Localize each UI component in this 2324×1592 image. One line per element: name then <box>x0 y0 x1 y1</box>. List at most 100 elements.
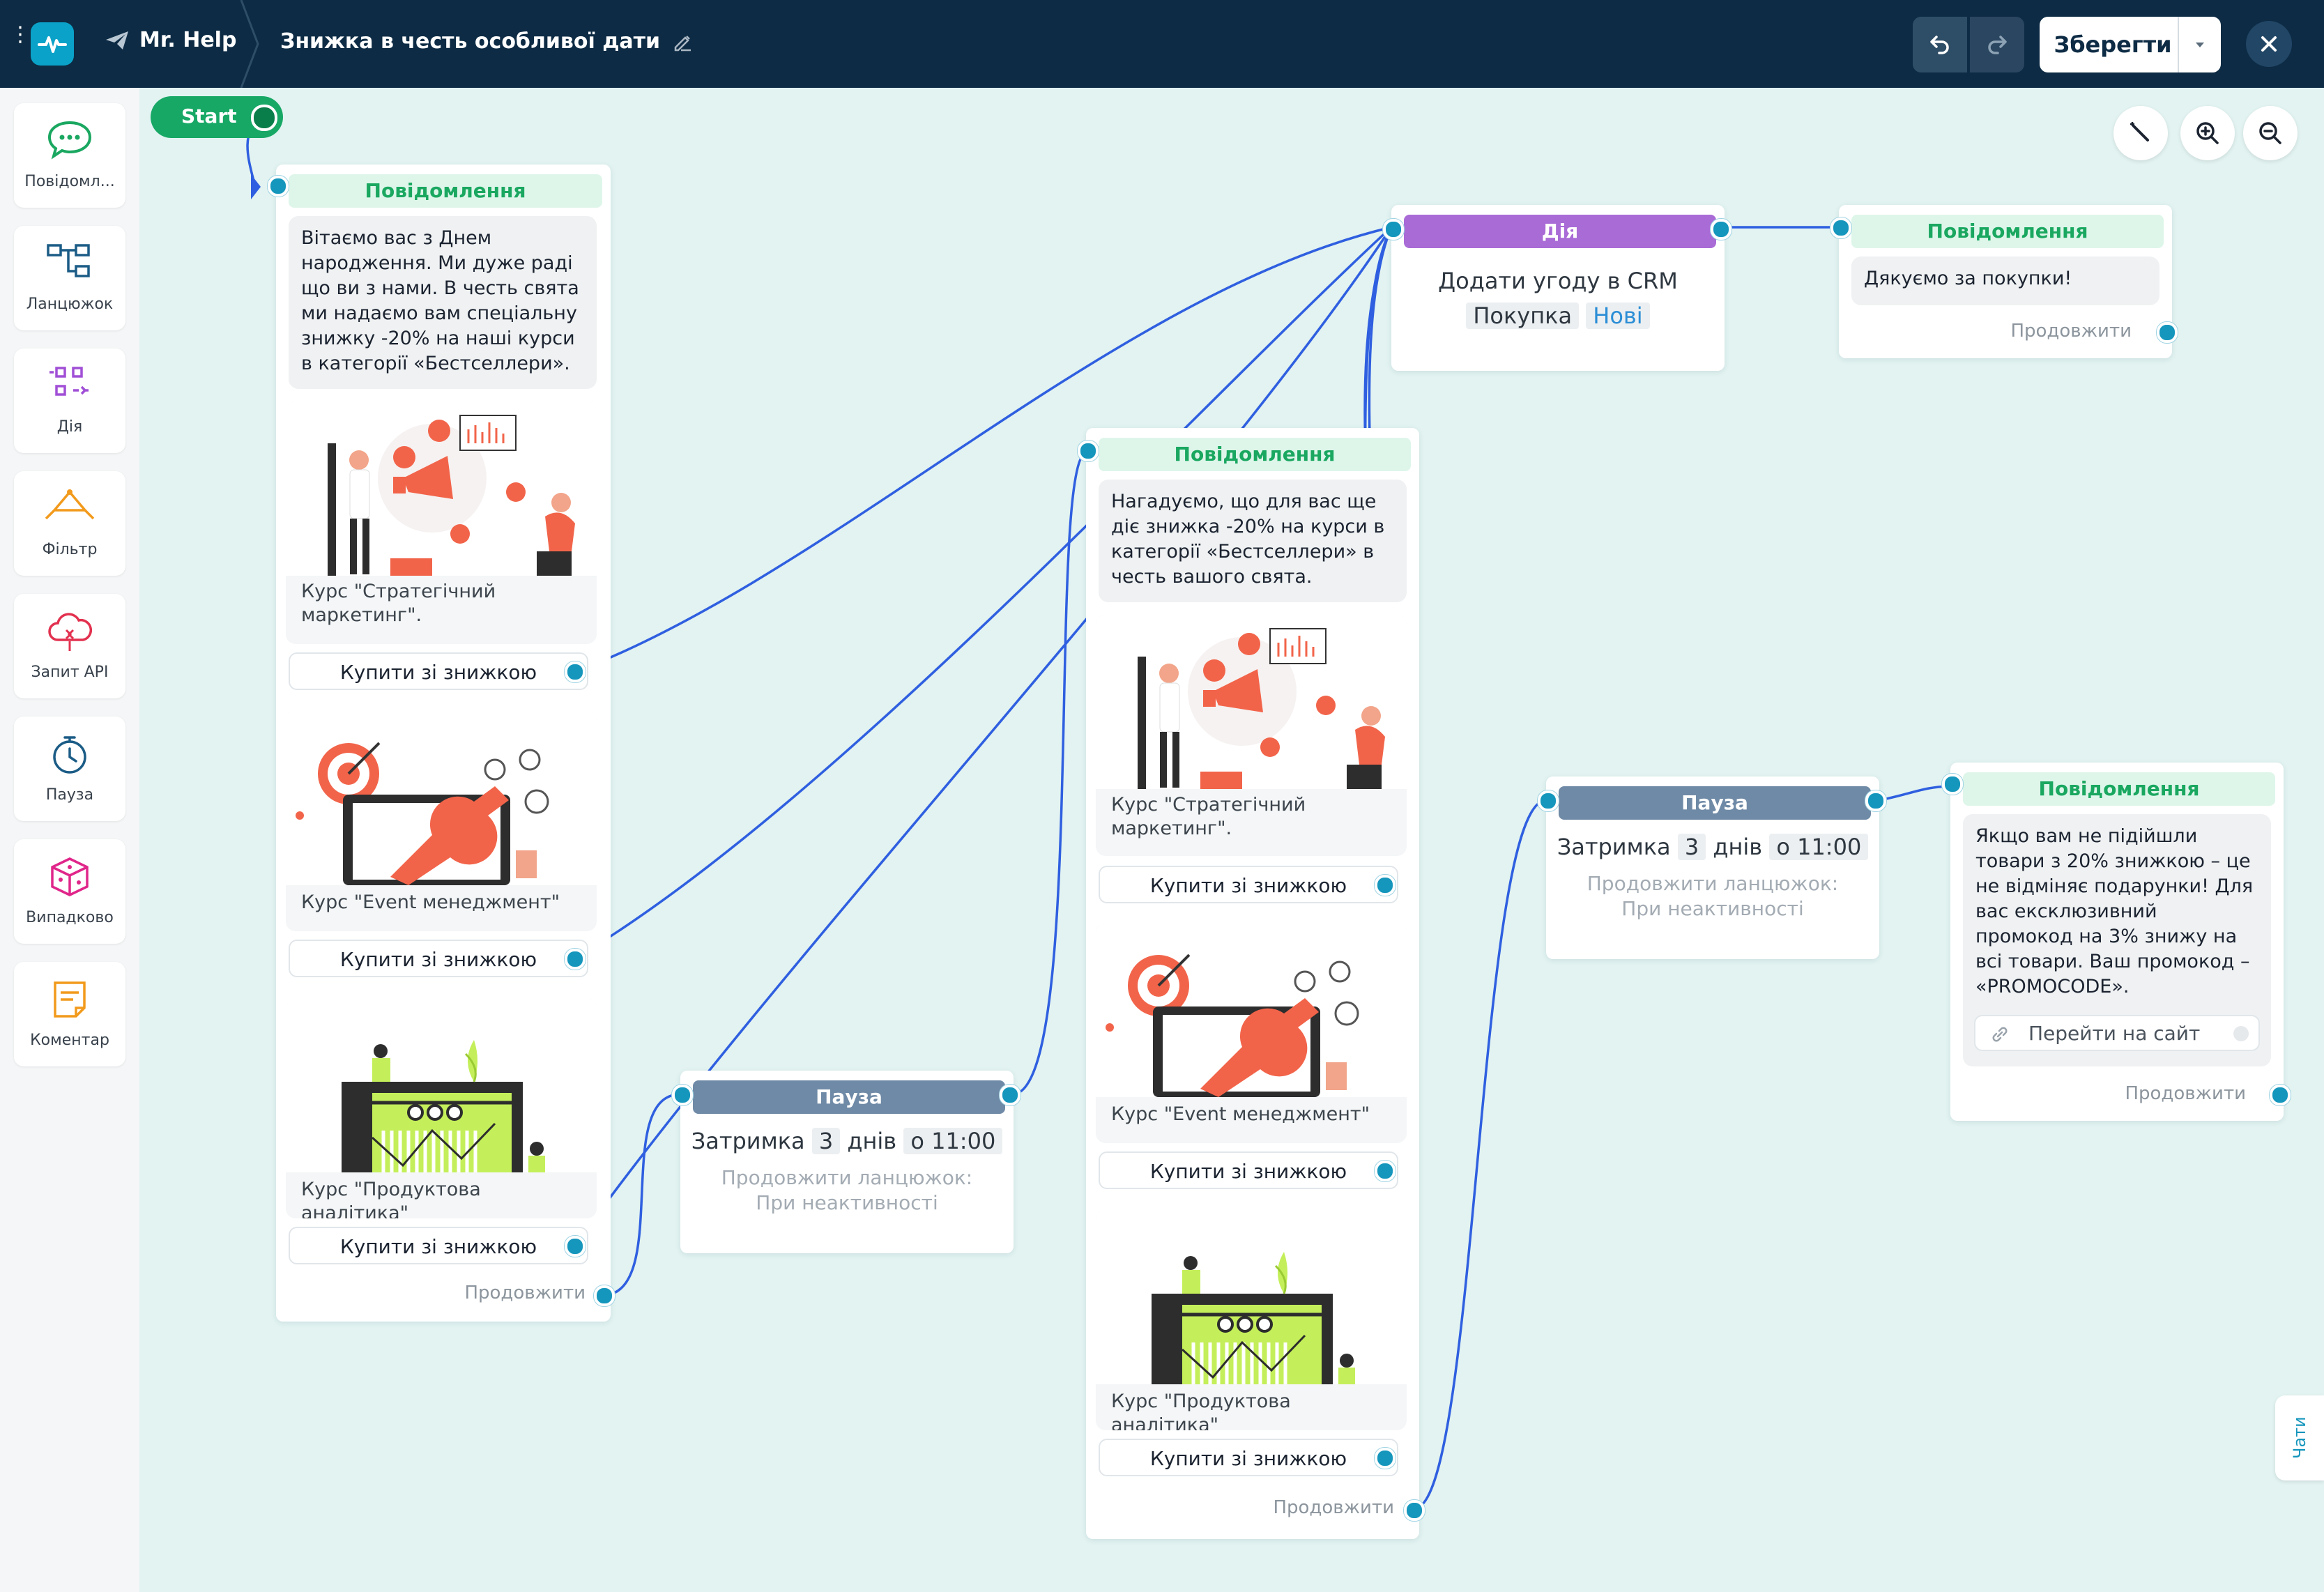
zoom-in-icon <box>2196 122 2219 144</box>
gallery-card-1[interactable]: Курс "Стратегічний маркетинг". <box>286 401 597 644</box>
node-header: Повідомлення <box>1099 438 1411 471</box>
note-icon <box>54 981 86 1018</box>
palette-item-comment[interactable]: Коментар <box>14 962 125 1066</box>
palette-item-pause[interactable]: Пауза <box>14 717 125 821</box>
message-node-2[interactable]: Повідомлення Нагадуємо, що для вас ще ді… <box>1078 428 1425 1539</box>
wire-msg1-continue-to-pause1 <box>607 1093 681 1296</box>
continue-output-port[interactable] <box>2270 1085 2291 1105</box>
chain-icon <box>47 244 90 277</box>
message-node-4[interactable]: Повідомлення Якщо вам не підійшли товари… <box>1942 763 2291 1121</box>
card-caption: Курс "Продуктова аналітика" <box>301 1179 481 1218</box>
undo-icon <box>1930 36 1949 54</box>
flow-title-text: Знижка в честь особливої дати <box>280 29 661 54</box>
continue-output-port[interactable] <box>2157 322 2178 343</box>
node-palette: Повідомл... Ланцюжок Дія Фільтр Запит AP… <box>0 88 139 1592</box>
palette-item-random[interactable]: Випадково <box>14 839 125 944</box>
output-port[interactable] <box>1000 1085 1020 1105</box>
save-options-dropdown[interactable] <box>2178 17 2221 72</box>
timer-icon <box>53 736 86 774</box>
redo-button[interactable] <box>1970 17 2024 72</box>
gallery-card-2[interactable]: Курс "Event менеджмент" <box>286 711 597 931</box>
buy-discount-button[interactable]: Купити зі знижкою <box>1099 1439 1398 1476</box>
message-text[interactable]: Нагадуємо, що для вас ще діє знижка -20%… <box>1099 480 1407 602</box>
node-header: Повідомлення <box>1963 772 2275 806</box>
output-port[interactable] <box>1711 219 1731 240</box>
pause-node-2[interactable]: Пауза Затримка 3 днів о 11:00 Продовжити… <box>1538 776 1886 959</box>
continue-condition: Продовжити ланцюжок: При неактивності <box>721 1166 973 1214</box>
input-port[interactable] <box>1538 790 1559 811</box>
app-logo-icon[interactable] <box>31 22 74 66</box>
input-port[interactable] <box>672 1085 693 1105</box>
button-output-port[interactable] <box>1375 1448 1396 1469</box>
wire-pause1-to-msg2 <box>1013 450 1088 1096</box>
delay-label: Затримка <box>691 1128 805 1154</box>
input-port[interactable] <box>1383 219 1404 240</box>
flow-title[interactable]: Знижка в честь особливої дати <box>280 29 692 54</box>
button-output-port[interactable] <box>1375 1161 1396 1181</box>
message-text[interactable]: Дякуємо за покупки! <box>1851 257 2159 305</box>
continue-label: Продовжити <box>2010 321 2132 342</box>
input-port[interactable] <box>1830 217 1851 238</box>
zoom-out-icon <box>2259 122 2281 144</box>
tag-purchase: Покупка <box>1466 303 1580 329</box>
card-image-event <box>1096 923 1407 1097</box>
message-node-3[interactable]: Повідомлення Дякуємо за покупки! Продовж… <box>1830 205 2178 358</box>
card-caption: Курс "Продуктова аналітика" <box>1111 1391 1291 1430</box>
buy-discount-button[interactable]: Купити зі знижкою <box>289 652 588 690</box>
input-port[interactable] <box>268 176 289 197</box>
palette-item-action[interactable]: Дія <box>14 349 125 453</box>
gallery-card-3[interactable]: Курс "Продуктова аналітика" <box>286 998 597 1218</box>
pause-node-1[interactable]: Пауза Затримка 3 днів о 11:00 Продовжити… <box>672 1071 1020 1253</box>
action-title: Додати угоду в CRM <box>1438 268 1678 294</box>
palette-label: Повідомл... <box>24 173 115 190</box>
auto-arrange-button[interactable] <box>2113 106 2168 160</box>
card-image-event <box>286 711 597 885</box>
delay-unit: днів <box>847 1128 897 1154</box>
go-to-site-button[interactable]: Перейти на сайт <box>1974 1015 2260 1051</box>
edit-pencil-icon[interactable] <box>673 32 692 52</box>
node-header: Пауза <box>1559 786 1871 820</box>
button-output-port[interactable] <box>1375 875 1396 896</box>
zoom-in-button[interactable] <box>2180 106 2235 160</box>
top-bar: ⋮ Mr. Help Знижка в честь особливої дати… <box>0 0 2324 88</box>
chats-tab[interactable]: Чати <box>2275 1395 2324 1480</box>
action-node[interactable]: Дія Додати угоду в CRM Покупка Нові <box>1383 205 1731 371</box>
start-output-port[interactable] <box>251 105 277 131</box>
palette-item-message[interactable]: Повідомл... <box>14 103 125 208</box>
go-to-site-label: Перейти на сайт <box>2028 1022 2201 1045</box>
start-node[interactable]: Start <box>151 96 283 138</box>
gallery-card-2[interactable]: Курс "Event менеджмент" <box>1096 923 1407 1143</box>
palette-item-api-request[interactable]: Запит API <box>14 594 125 698</box>
brand-label: Mr. Help <box>139 28 237 52</box>
cloud-api-icon <box>48 613 92 651</box>
continue-output-port[interactable] <box>1404 1500 1425 1521</box>
output-port[interactable] <box>1865 790 1886 811</box>
save-button[interactable]: Зберегти <box>2040 17 2186 72</box>
buy-discount-button[interactable]: Купити зі знижкою <box>1099 866 1398 903</box>
zoom-out-button[interactable] <box>2243 106 2298 160</box>
redo-icon <box>1988 36 2007 54</box>
message-text[interactable]: Вітаємо вас з Днем народження. Ми дуже р… <box>289 216 597 389</box>
workspace-name[interactable]: Mr. Help <box>105 28 236 52</box>
button-output-port[interactable] <box>565 949 586 970</box>
continue-output-port[interactable] <box>594 1285 615 1306</box>
gallery-card-1[interactable]: Курс "Стратегічний маркетинг". <box>1096 615 1407 856</box>
button-output-port[interactable] <box>565 1236 586 1257</box>
buy-discount-button[interactable]: Купити зі знижкою <box>289 940 588 977</box>
message-node-1[interactable]: Повідомлення Вітаємо вас з Днем народжен… <box>268 164 615 1322</box>
input-port[interactable] <box>1078 441 1099 461</box>
input-port[interactable] <box>1942 774 1963 795</box>
delay-time: о 11:00 <box>1769 834 1869 860</box>
card-caption: Курс "Event менеджмент" <box>1111 1103 1370 1125</box>
undo-button[interactable] <box>1913 17 1967 72</box>
buy-discount-button[interactable]: Купити зі знижкою <box>1099 1151 1398 1189</box>
breadcrumb-separator <box>240 0 259 88</box>
close-button[interactable] <box>2246 21 2292 67</box>
button-output-port[interactable] <box>565 661 586 682</box>
gallery-card-3[interactable]: Курс "Продуктова аналітика" <box>1096 1210 1407 1430</box>
chevron-down-icon <box>2196 43 2204 47</box>
palette-item-filter[interactable]: Фільтр <box>14 471 125 576</box>
palette-item-chain[interactable]: Ланцюжок <box>14 226 125 330</box>
palette-label: Запит API <box>31 664 109 681</box>
buy-discount-button[interactable]: Купити зі знижкою <box>289 1227 588 1264</box>
